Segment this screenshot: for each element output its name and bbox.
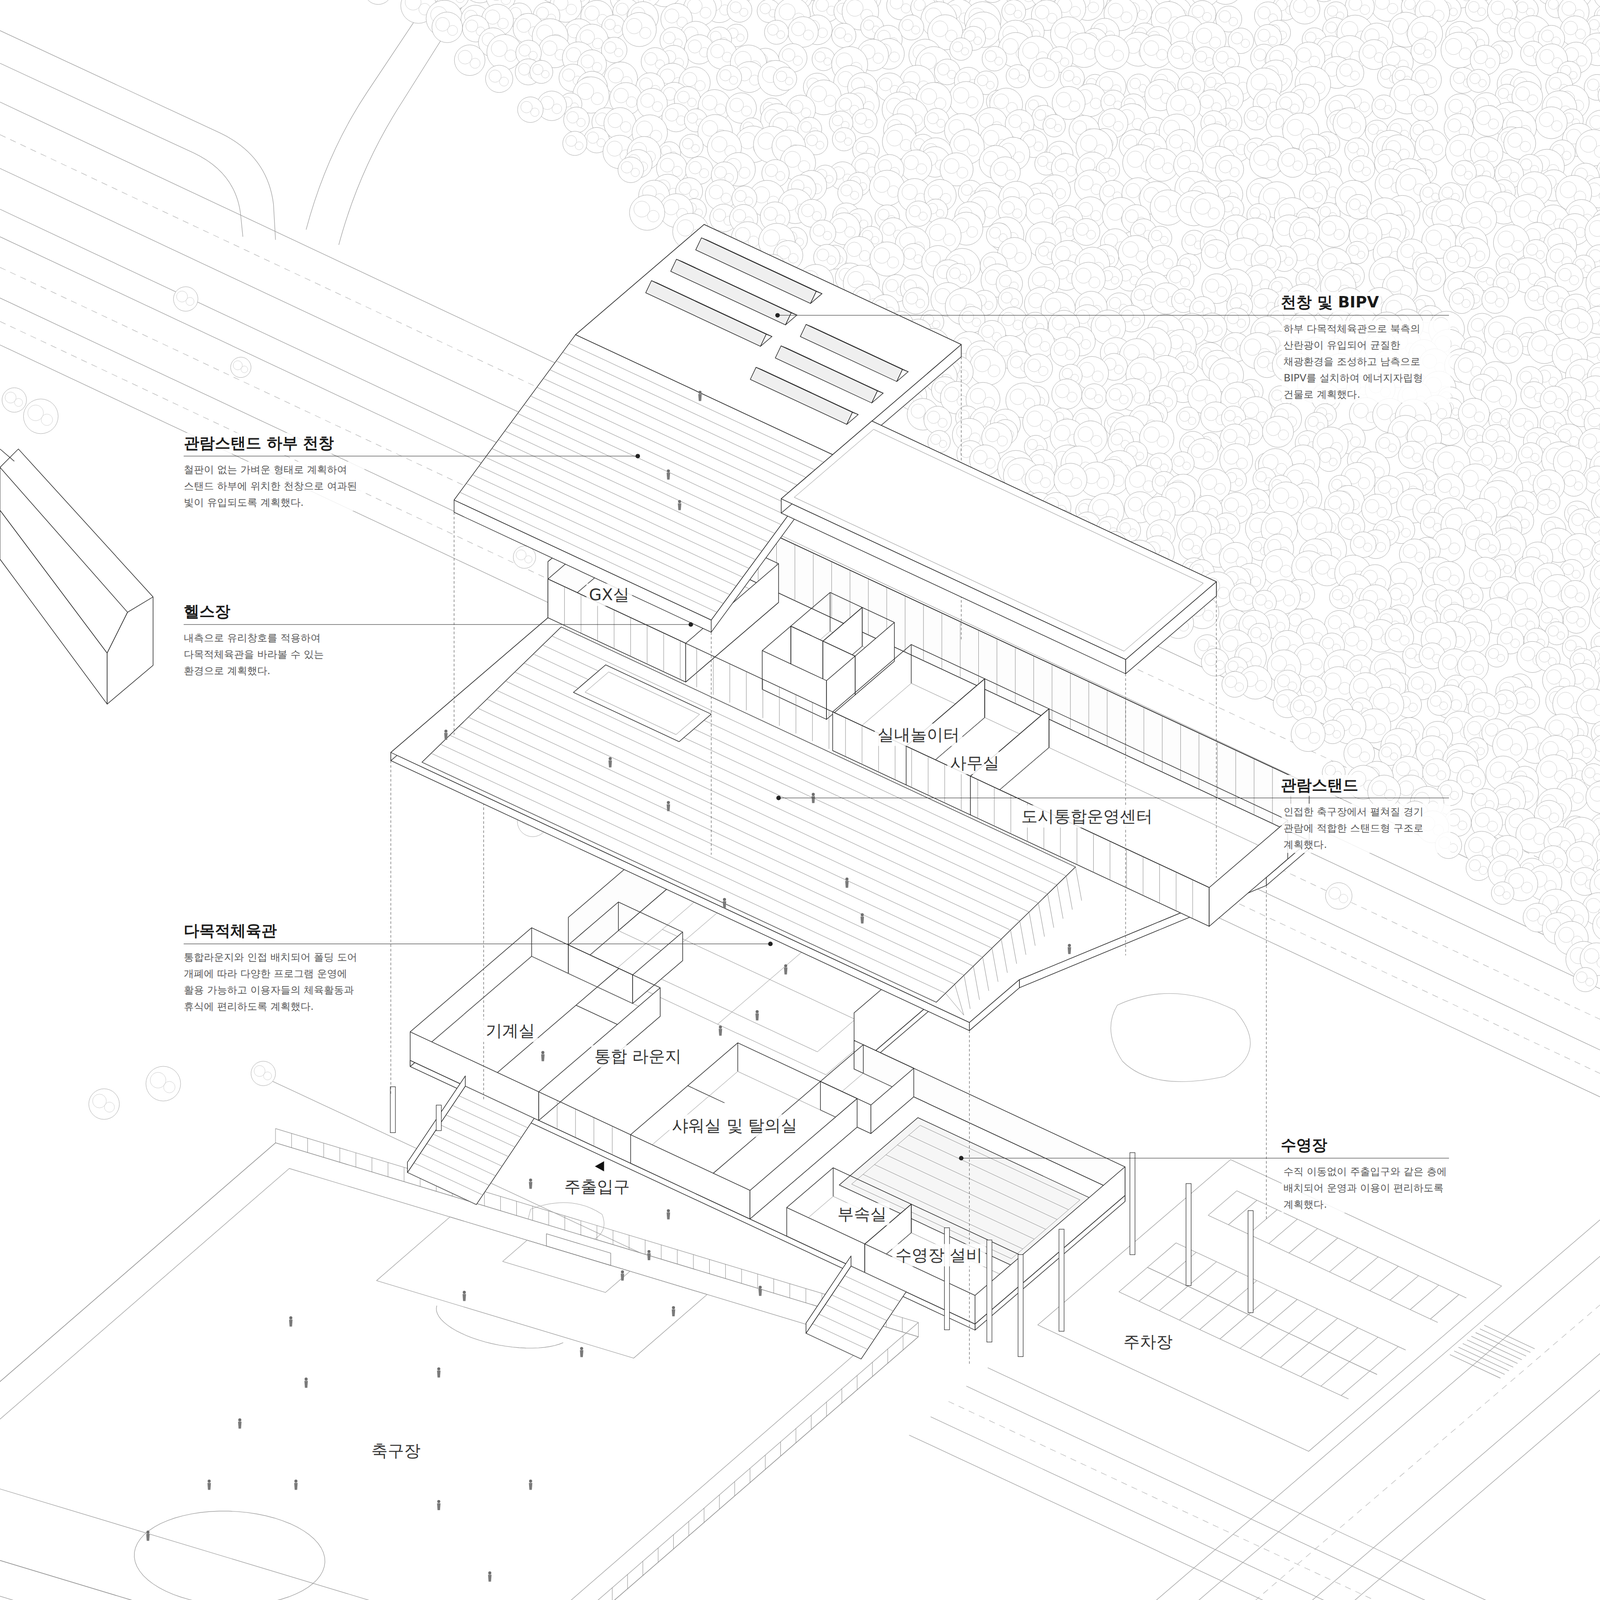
stage: 천창 및 BIPV하부 다목적체육관으로 북측의 산란광이 유입되어 균질한 채… [0, 0, 1600, 1600]
